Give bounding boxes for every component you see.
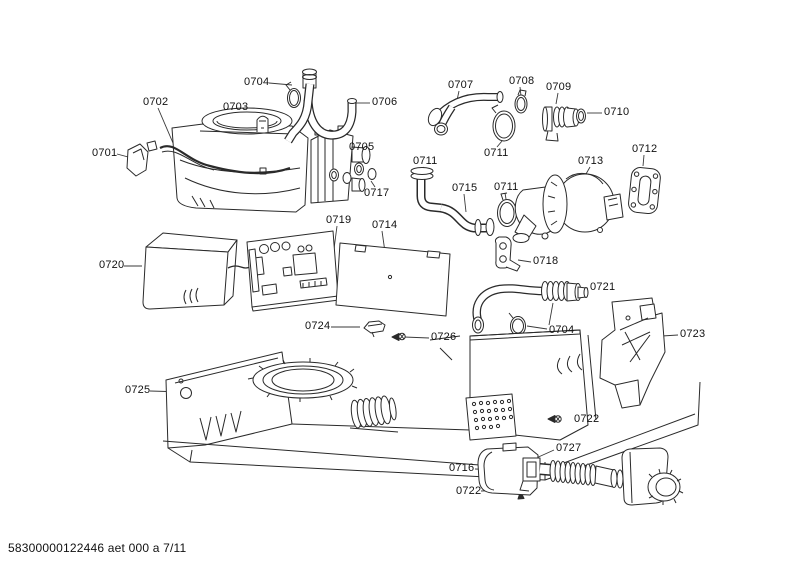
- part-label-0725[interactable]: 0725: [125, 384, 151, 396]
- part-label-0705[interactable]: 0705: [349, 141, 375, 153]
- part-0711-clamp-mid: [497, 192, 517, 227]
- part-0703-clip: [256, 115, 269, 132]
- part-label-0710[interactable]: 0710: [604, 106, 630, 118]
- part-label-0718[interactable]: 0718: [533, 255, 559, 267]
- part-0722-screw-upper: [547, 415, 562, 423]
- part-0706-hose: [284, 83, 357, 144]
- part-label-0715[interactable]: 0715: [452, 182, 478, 194]
- part-label-0724[interactable]: 0724: [305, 320, 331, 332]
- part-label-0709[interactable]: 0709: [546, 81, 572, 93]
- part-0716-non-return-valve: [477, 442, 541, 496]
- part-0709-connector: [542, 106, 580, 142]
- part-label-0726[interactable]: 0726: [431, 331, 457, 343]
- part-label-0717[interactable]: 0717: [364, 187, 390, 199]
- part-0711-standpipe: [410, 167, 442, 213]
- part-0727-drain-hose: [539, 447, 684, 506]
- part-label-0716[interactable]: 0716: [449, 462, 475, 474]
- part-0701-bracket: [126, 143, 149, 177]
- part-0714-panel: [335, 242, 451, 317]
- part-label-0708[interactable]: 0708: [509, 75, 535, 87]
- part-0723-mounting-bracket: [599, 297, 666, 409]
- part-0707-hose: [427, 91, 504, 136]
- part-0725-base-assembly: [162, 329, 701, 481]
- part-0713-circulation-pump: [512, 172, 624, 243]
- part-label-0720[interactable]: 0720: [99, 259, 125, 271]
- part-label-0711-clamp-mid[interactable]: 0711: [494, 181, 519, 193]
- part-label-0703[interactable]: 0703: [223, 101, 249, 113]
- document-footer: 58300000122446 aet 000 a 7/11: [8, 541, 187, 555]
- part-0705-0717-seal-rings: [329, 162, 377, 184]
- part-label-0702[interactable]: 0702: [143, 96, 169, 108]
- part-label-0713[interactable]: 0713: [578, 155, 604, 167]
- part-label-0722-lower[interactable]: 0722: [456, 485, 482, 497]
- part-label-0707[interactable]: 0707: [448, 79, 474, 91]
- part-label-0723[interactable]: 0723: [680, 328, 706, 340]
- part-0708-clamp: [514, 89, 528, 114]
- part-label-0727[interactable]: 0727: [556, 442, 582, 454]
- part-label-0704-bottom[interactable]: 0704: [549, 324, 575, 336]
- part-0718-bracket: [494, 236, 521, 272]
- part-0720-control-module-cover: [142, 232, 266, 310]
- part-0712-mounting-plate: [628, 167, 661, 215]
- part-label-0711-standpipe[interactable]: 0711: [413, 155, 438, 167]
- part-0702-softener-tank: [146, 107, 309, 213]
- part-0721-hose-with-fitting: [472, 281, 589, 334]
- part-label-0719[interactable]: 0719: [326, 214, 352, 226]
- part-0724-clip: [363, 320, 386, 338]
- part-label-0701[interactable]: 0701: [92, 147, 118, 159]
- part-0704-hose-clamp-bottom: [508, 312, 526, 336]
- part-0726-screw: [391, 332, 406, 341]
- part-0711-clamp-large: [491, 104, 516, 142]
- part-label-0704-top[interactable]: 0704: [244, 76, 270, 88]
- part-label-0712[interactable]: 0712: [632, 143, 658, 155]
- part-0715-hose: [439, 203, 495, 236]
- part-label-0722-upper[interactable]: 0722: [574, 413, 600, 425]
- part-0704-hose-clamp-top: [285, 68, 317, 108]
- part-label-0711-clamp-top[interactable]: 0711: [484, 147, 509, 159]
- part-label-0721[interactable]: 0721: [590, 281, 616, 293]
- part-label-0706[interactable]: 0706: [372, 96, 398, 108]
- part-0719-control-pcb: [246, 230, 340, 312]
- part-0710-o-ring: [576, 108, 586, 124]
- part-label-0714[interactable]: 0714: [372, 219, 398, 231]
